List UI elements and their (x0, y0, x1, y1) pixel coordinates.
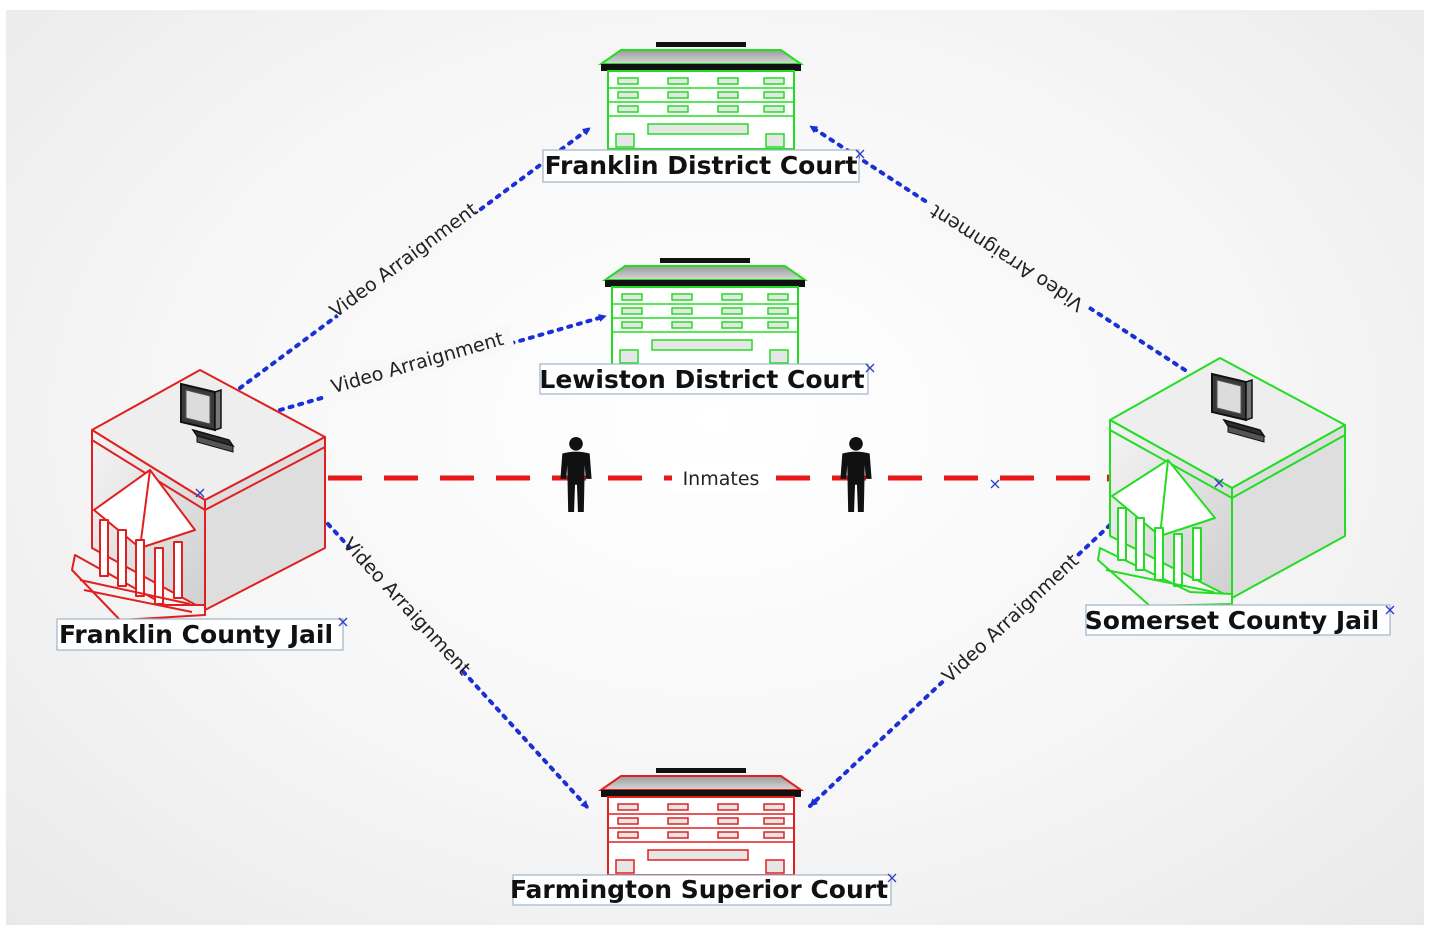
node-somerset-county-jail[interactable]: Somerset County Jail (990, 357, 1395, 636)
node-label-somerset-county-jail: Somerset County Jail (1085, 606, 1379, 635)
node-farmington-superior-court[interactable]: Farmington Superior Court (510, 768, 897, 906)
node-franklin-district-court[interactable]: Franklin District Court (542, 42, 865, 183)
edge-label-scj-fdc: Video Arraignment (926, 200, 1088, 316)
edge-label-fcj-ldc: Video Arraignment (329, 328, 506, 398)
edge-label-fcj-fdc: Video Arraignment (326, 198, 482, 322)
person-icon (560, 436, 592, 513)
edge-label-inmates: Inmates (683, 468, 760, 490)
courthouse-icon (600, 42, 802, 150)
node-label-franklin-county-jail: Franklin County Jail (59, 620, 333, 649)
node-lewiston-district-court[interactable]: Lewiston District Court (539, 258, 875, 395)
node-label-franklin-district-court: Franklin District Court (545, 151, 858, 180)
person-icon (840, 436, 872, 513)
node-franklin-county-jail[interactable]: Franklin County Jail (56, 369, 348, 651)
courthouse-icon (604, 258, 806, 366)
node-label-lewiston-district-court: Lewiston District Court (539, 365, 864, 394)
edge-label-scj-fsc: Video Arraignment (938, 550, 1083, 688)
node-label-farmington-superior-court: Farmington Superior Court (510, 875, 888, 904)
edge-label-fcj-fsc: Video Arraignment (338, 533, 475, 679)
courthouse-icon (600, 768, 802, 876)
